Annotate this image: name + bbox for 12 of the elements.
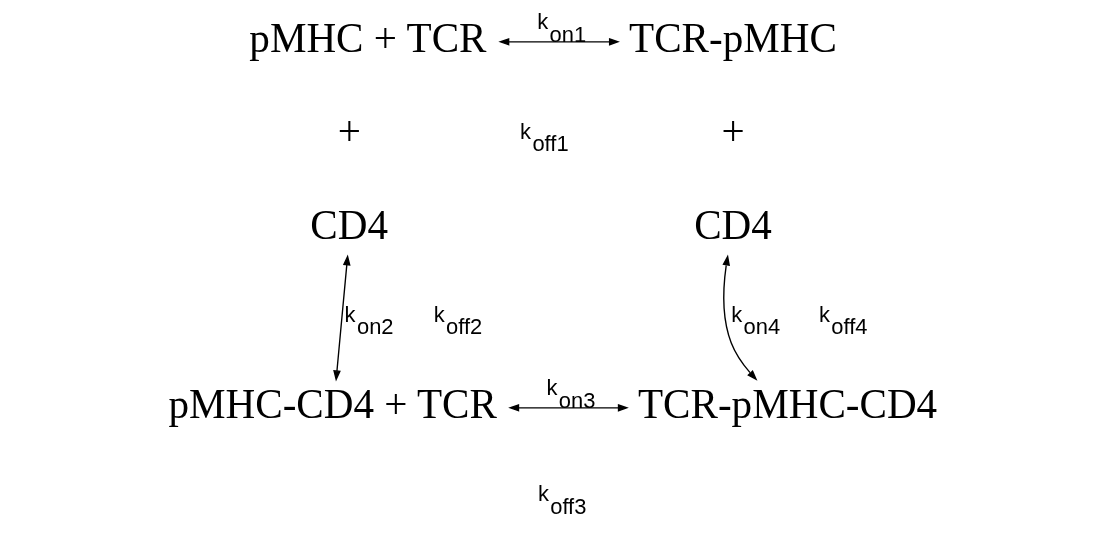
node-text: pMHC + TCR [248, 15, 486, 62]
label: + [721, 108, 745, 155]
arrow [507, 404, 629, 412]
node-text: CD4 [693, 201, 772, 248]
label: + [337, 108, 361, 155]
arrow [332, 254, 351, 382]
node-text: TCR-pMHC-CD4 [637, 381, 937, 428]
arrow [721, 254, 757, 381]
arrow [497, 37, 620, 46]
node-text: pMHC-CD4 + TCR [167, 381, 497, 428]
node-text: CD4 [309, 201, 388, 248]
node-text: TCR-pMHC [628, 15, 837, 62]
